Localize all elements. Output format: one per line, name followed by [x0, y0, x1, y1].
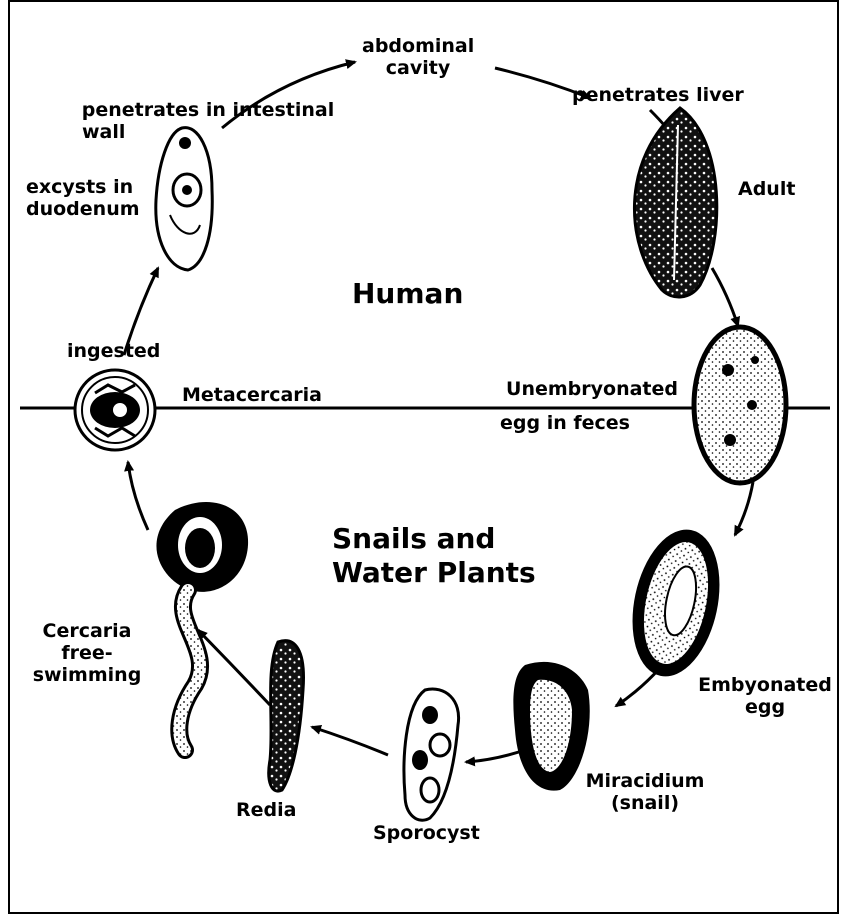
label-metacercaria: Metacercaria [182, 384, 322, 406]
region-title-snails: Snails and Water Plants [332, 522, 536, 590]
label-cercaria: Cercaria free- swimming [22, 620, 152, 686]
label-embryonated-egg: Embyonated egg [690, 674, 840, 718]
miracidium-icon [513, 662, 589, 791]
label-excysts-line1: excysts in [26, 176, 140, 198]
region-title-human: Human [352, 277, 463, 311]
adult-fluke-icon [634, 108, 716, 297]
region-title-snails-line1: Snails and [332, 522, 536, 556]
arrow-to-unembryonated-egg [712, 268, 738, 326]
label-abdominal-cavity-line2: cavity [362, 57, 474, 79]
label-penetrates-intestinal-line1: penetrates in intestinal [62, 99, 354, 121]
label-abdominal-cavity: abdominal cavity [362, 35, 474, 79]
label-excysts: excysts in duodenum [26, 176, 140, 220]
label-adult: Adult [738, 178, 795, 200]
arrow-to-redia [312, 727, 388, 755]
arrow-to-sporocyst [466, 750, 525, 762]
label-penetrates-intestinal-line2: wall [62, 121, 354, 143]
label-miracidium-line2: (snail) [580, 792, 710, 814]
label-unembryonated-line1: Unembryonated [478, 378, 678, 400]
sporocyst-icon [404, 689, 459, 820]
label-cercaria-line2: free- [22, 642, 152, 664]
label-cercaria-line1: Cercaria [22, 620, 152, 642]
label-sporocyst: Sporocyst [373, 822, 480, 844]
label-penetrates-intestinal: penetrates in intestinal wall [62, 99, 354, 143]
arrow-to-embryonated-egg [735, 482, 753, 535]
label-abdominal-cavity-line1: abdominal [362, 35, 474, 57]
label-ingested: ingested [67, 340, 160, 362]
label-embryonated-line1: Embyonated [690, 674, 840, 696]
embryonated-egg-icon [622, 523, 731, 682]
region-title-snails-line2: Water Plants [332, 556, 536, 590]
label-excysts-line2: duodenum [26, 198, 140, 220]
label-embryonated-line2: egg [690, 696, 840, 718]
redia-icon [269, 641, 304, 791]
label-cercaria-line3: swimming [22, 664, 152, 686]
label-miracidium-line1: Miracidium [580, 770, 710, 792]
cercaria-icon [156, 502, 248, 750]
label-unembryonated-line2: egg in feces [478, 412, 678, 434]
excysted-fluke-icon [156, 128, 212, 270]
label-unembryonated-egg: Unembryonated egg in feces [478, 378, 678, 434]
arrow-to-metacercaria [128, 462, 148, 530]
unembryonated-egg-icon [694, 327, 786, 483]
metacercaria-cyst-icon [75, 370, 155, 450]
label-penetrates-liver: penetrates liver [572, 84, 744, 106]
arrow-to-miracidium [616, 668, 660, 706]
label-miracidium: Miracidium (snail) [580, 770, 710, 814]
label-redia: Redia [236, 799, 296, 821]
